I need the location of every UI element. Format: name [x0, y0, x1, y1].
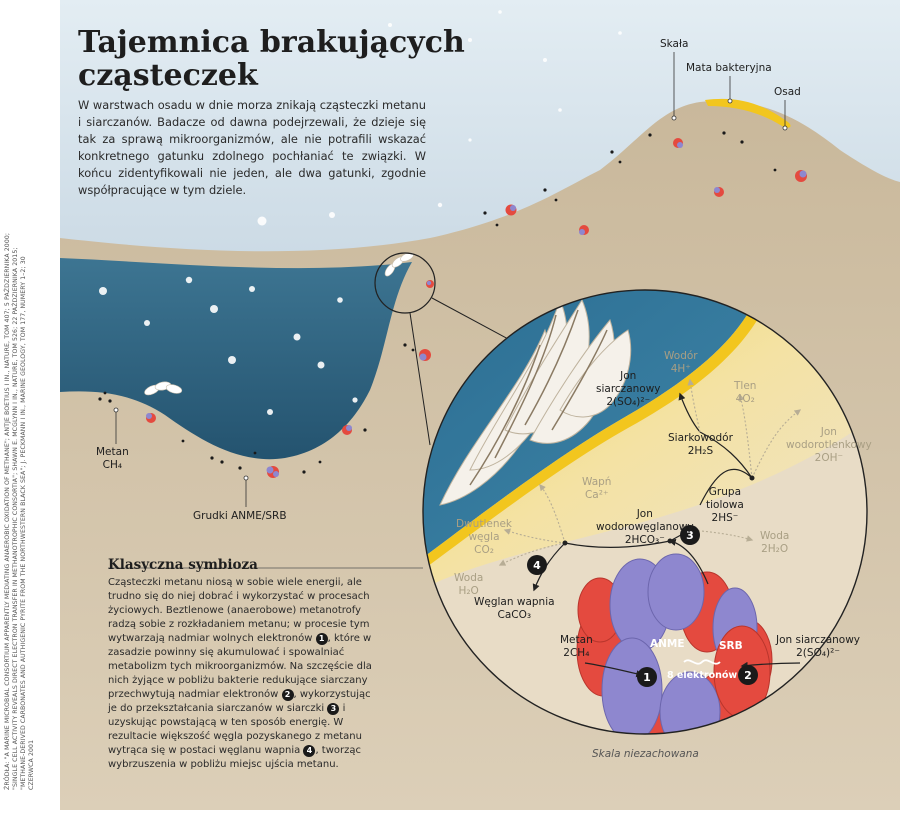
symbiosis-text-1: Cząsteczki metanu niosą w sobie wiele en… [108, 577, 370, 644]
symbiosis-text-2: , które w zasadzie powinny się akumulowa… [108, 633, 372, 700]
label-jon-siarczanowy-right-name: Jon siarczanowy [776, 634, 861, 646]
label-wapn: Wapń Ca²⁺ [582, 476, 611, 502]
label-woda-right: Woda 2H₂O [760, 530, 789, 556]
symbiosis-text-5: , tworząc wybrzuszenia w pobliżu miejsc … [108, 745, 362, 770]
bacterial-mat-strip [705, 98, 791, 128]
label-jon-siarczanowy-top-1: Jon [620, 370, 637, 382]
step-badge-3: 3 [680, 525, 700, 545]
magnified-circle-border [422, 289, 868, 735]
label-anme: ANME [650, 638, 685, 650]
label-grupa-tiolowa-2: tiolowa [706, 499, 744, 511]
symbiosis-title: Klasyczna symbioza [108, 557, 258, 573]
label-woda-right-formula: 2H₂O [761, 543, 789, 555]
deep-basin [60, 258, 412, 460]
label-woda-left: Woda H₂O [454, 572, 483, 598]
label-jon-wodorotlenkowy-formula: 2OH⁻ [814, 452, 844, 464]
label-siarkowodor: Siarkowodór 2H₂S [668, 432, 733, 458]
label-weglan-formula: CaCO₃ [497, 609, 532, 621]
label-jon-wodoroweglanowy-2: wodorowęglanowy [596, 521, 694, 533]
label-wapn-name: Wapń [582, 476, 612, 488]
inline-badge-2: 2 [281, 689, 294, 701]
label-siarkowodor-formula: 2H₂S [687, 445, 714, 457]
label-jon-wodorotlenkowy-1: Jon [820, 426, 837, 438]
step-badge-2: 2 [738, 665, 758, 685]
label-grupa-tiolowa: Grupa tiolowa 2HS⁻ [706, 486, 744, 525]
label-metan-name: Metan [96, 446, 129, 458]
intro-paragraph: W warstwach osadu w dnie morza znikają c… [78, 98, 426, 197]
label-8-elektronow: 8 elektronów [667, 670, 738, 681]
label-grupa-tiolowa-1: Grupa [708, 486, 742, 498]
label-weglan-wapnia: Węglan wapnia CaCO₃ [474, 596, 555, 622]
symbiosis-text-4: i uzyskując powstającą w ten sposób ener… [108, 703, 362, 756]
label-jon-wodoroweglanowy-formula: 2HCO₃⁻ [624, 534, 665, 546]
label-weglan-name: Węglan wapnia [474, 596, 555, 608]
label-jon-wodoroweglanowy-1: Jon [636, 508, 653, 520]
label-wodor-formula: 4H⁺ [670, 363, 691, 375]
clam-cluster-slope [384, 252, 414, 277]
clam-cluster-left [144, 381, 183, 396]
label-tlen: Tlen 4O₂ [734, 380, 756, 406]
step-badge-2-text: 2 [744, 669, 752, 682]
label-tlen-formula: 4O₂ [735, 393, 755, 405]
label-metan-formula: CH₄ [102, 459, 123, 471]
label-tlen-name: Tlen [734, 380, 757, 392]
label-woda-left-formula: H₂O [458, 585, 479, 597]
anme-srb-granules [146, 138, 807, 478]
label-jon-wodorotlenkowy-2: wodorotlenkowy [786, 439, 872, 451]
step-badge-4: 4 [527, 555, 547, 575]
label-srb: SRB [719, 640, 743, 652]
label-dwutlenek-formula: CO₂ [474, 544, 494, 556]
inline-badge-1: 1 [315, 633, 328, 645]
label-jon-siarczanowy-right-formula: 2(SO₄)²⁻ [796, 647, 840, 659]
label-dwutlenek-2: węgla [468, 531, 500, 543]
symbiosis-text-3: , wykorzystując je do przekształcania si… [108, 689, 371, 714]
label-grudki: Grudki ANME/SRB [193, 510, 287, 522]
label-wapn-formula: Ca²⁺ [584, 489, 609, 501]
label-metan-inner: Metan 2CH₄ [560, 634, 593, 660]
label-grupa-tiolowa-formula: 2HS⁻ [711, 512, 739, 524]
label-metan: Metan CH₄ [96, 446, 129, 472]
zoom-origin-circle [374, 252, 436, 314]
label-jon-wodoroweglanowy: Jon wodorowęglanowy 2HCO₃⁻ [596, 508, 694, 547]
label-jon-siarczanowy-right: Jon siarczanowy 2(SO₄)²⁻ [776, 634, 860, 660]
methane-molecule-dots [98, 131, 777, 474]
label-jon-siarczanowy-top: Jon siarczanowy 2(SO₄)²⁻ [596, 370, 661, 409]
label-siarkowodor-name: Siarkowodór [668, 432, 733, 444]
label-metan-inner-name: Metan [560, 634, 593, 646]
page-title: Tajemnica brakujących cząsteczek [78, 25, 465, 93]
label-mata-bakteryjna: Mata bakteryjna [686, 62, 772, 74]
zoom-connector-top [431, 297, 511, 341]
reaction-nodes [562, 475, 755, 546]
zoom-connector-bottom [409, 312, 431, 446]
step-badge-1-text: 1 [643, 671, 651, 684]
symbiosis-text: Cząsteczki metanu niosą w sobie wiele en… [108, 576, 376, 772]
sources-credits: Źródła: "A marine microbial consortium a… [4, 232, 35, 790]
label-jon-wodorotlenkowy: Jon wodorotlenkowy 2OH⁻ [786, 426, 872, 465]
methane-bubbles [99, 10, 622, 415]
label-jon-siarczanowy-top-formula: 2(SO₄)²⁻ [606, 396, 651, 408]
label-skala: Skała [660, 38, 689, 50]
inline-badge-4: 4 [303, 745, 316, 757]
label-jon-siarczanowy-top-2: siarczanowy [596, 383, 661, 395]
step-badge-3-text: 3 [686, 529, 694, 542]
label-dwutlenek-wegla: Dwutlenek węgla CO₂ [456, 518, 512, 557]
label-osad: Osad [774, 86, 801, 98]
magnified-view [423, 290, 867, 734]
step-badge-1: 1 [637, 667, 657, 687]
label-dwutlenek-1: Dwutlenek [456, 518, 513, 530]
label-leader-lines [113, 52, 788, 507]
step-badge-4-text: 4 [533, 559, 541, 572]
label-woda-right-name: Woda [760, 530, 790, 542]
label-wodor: Wodór 4H⁺ [664, 350, 698, 376]
label-skala-niezachowana: Skala niezachowana [592, 748, 699, 760]
inline-badge-3: 3 [327, 703, 340, 715]
label-wodor-name: Wodór [664, 350, 698, 362]
label-metan-inner-formula: 2CH₄ [563, 647, 590, 659]
label-woda-left-name: Woda [454, 572, 484, 584]
